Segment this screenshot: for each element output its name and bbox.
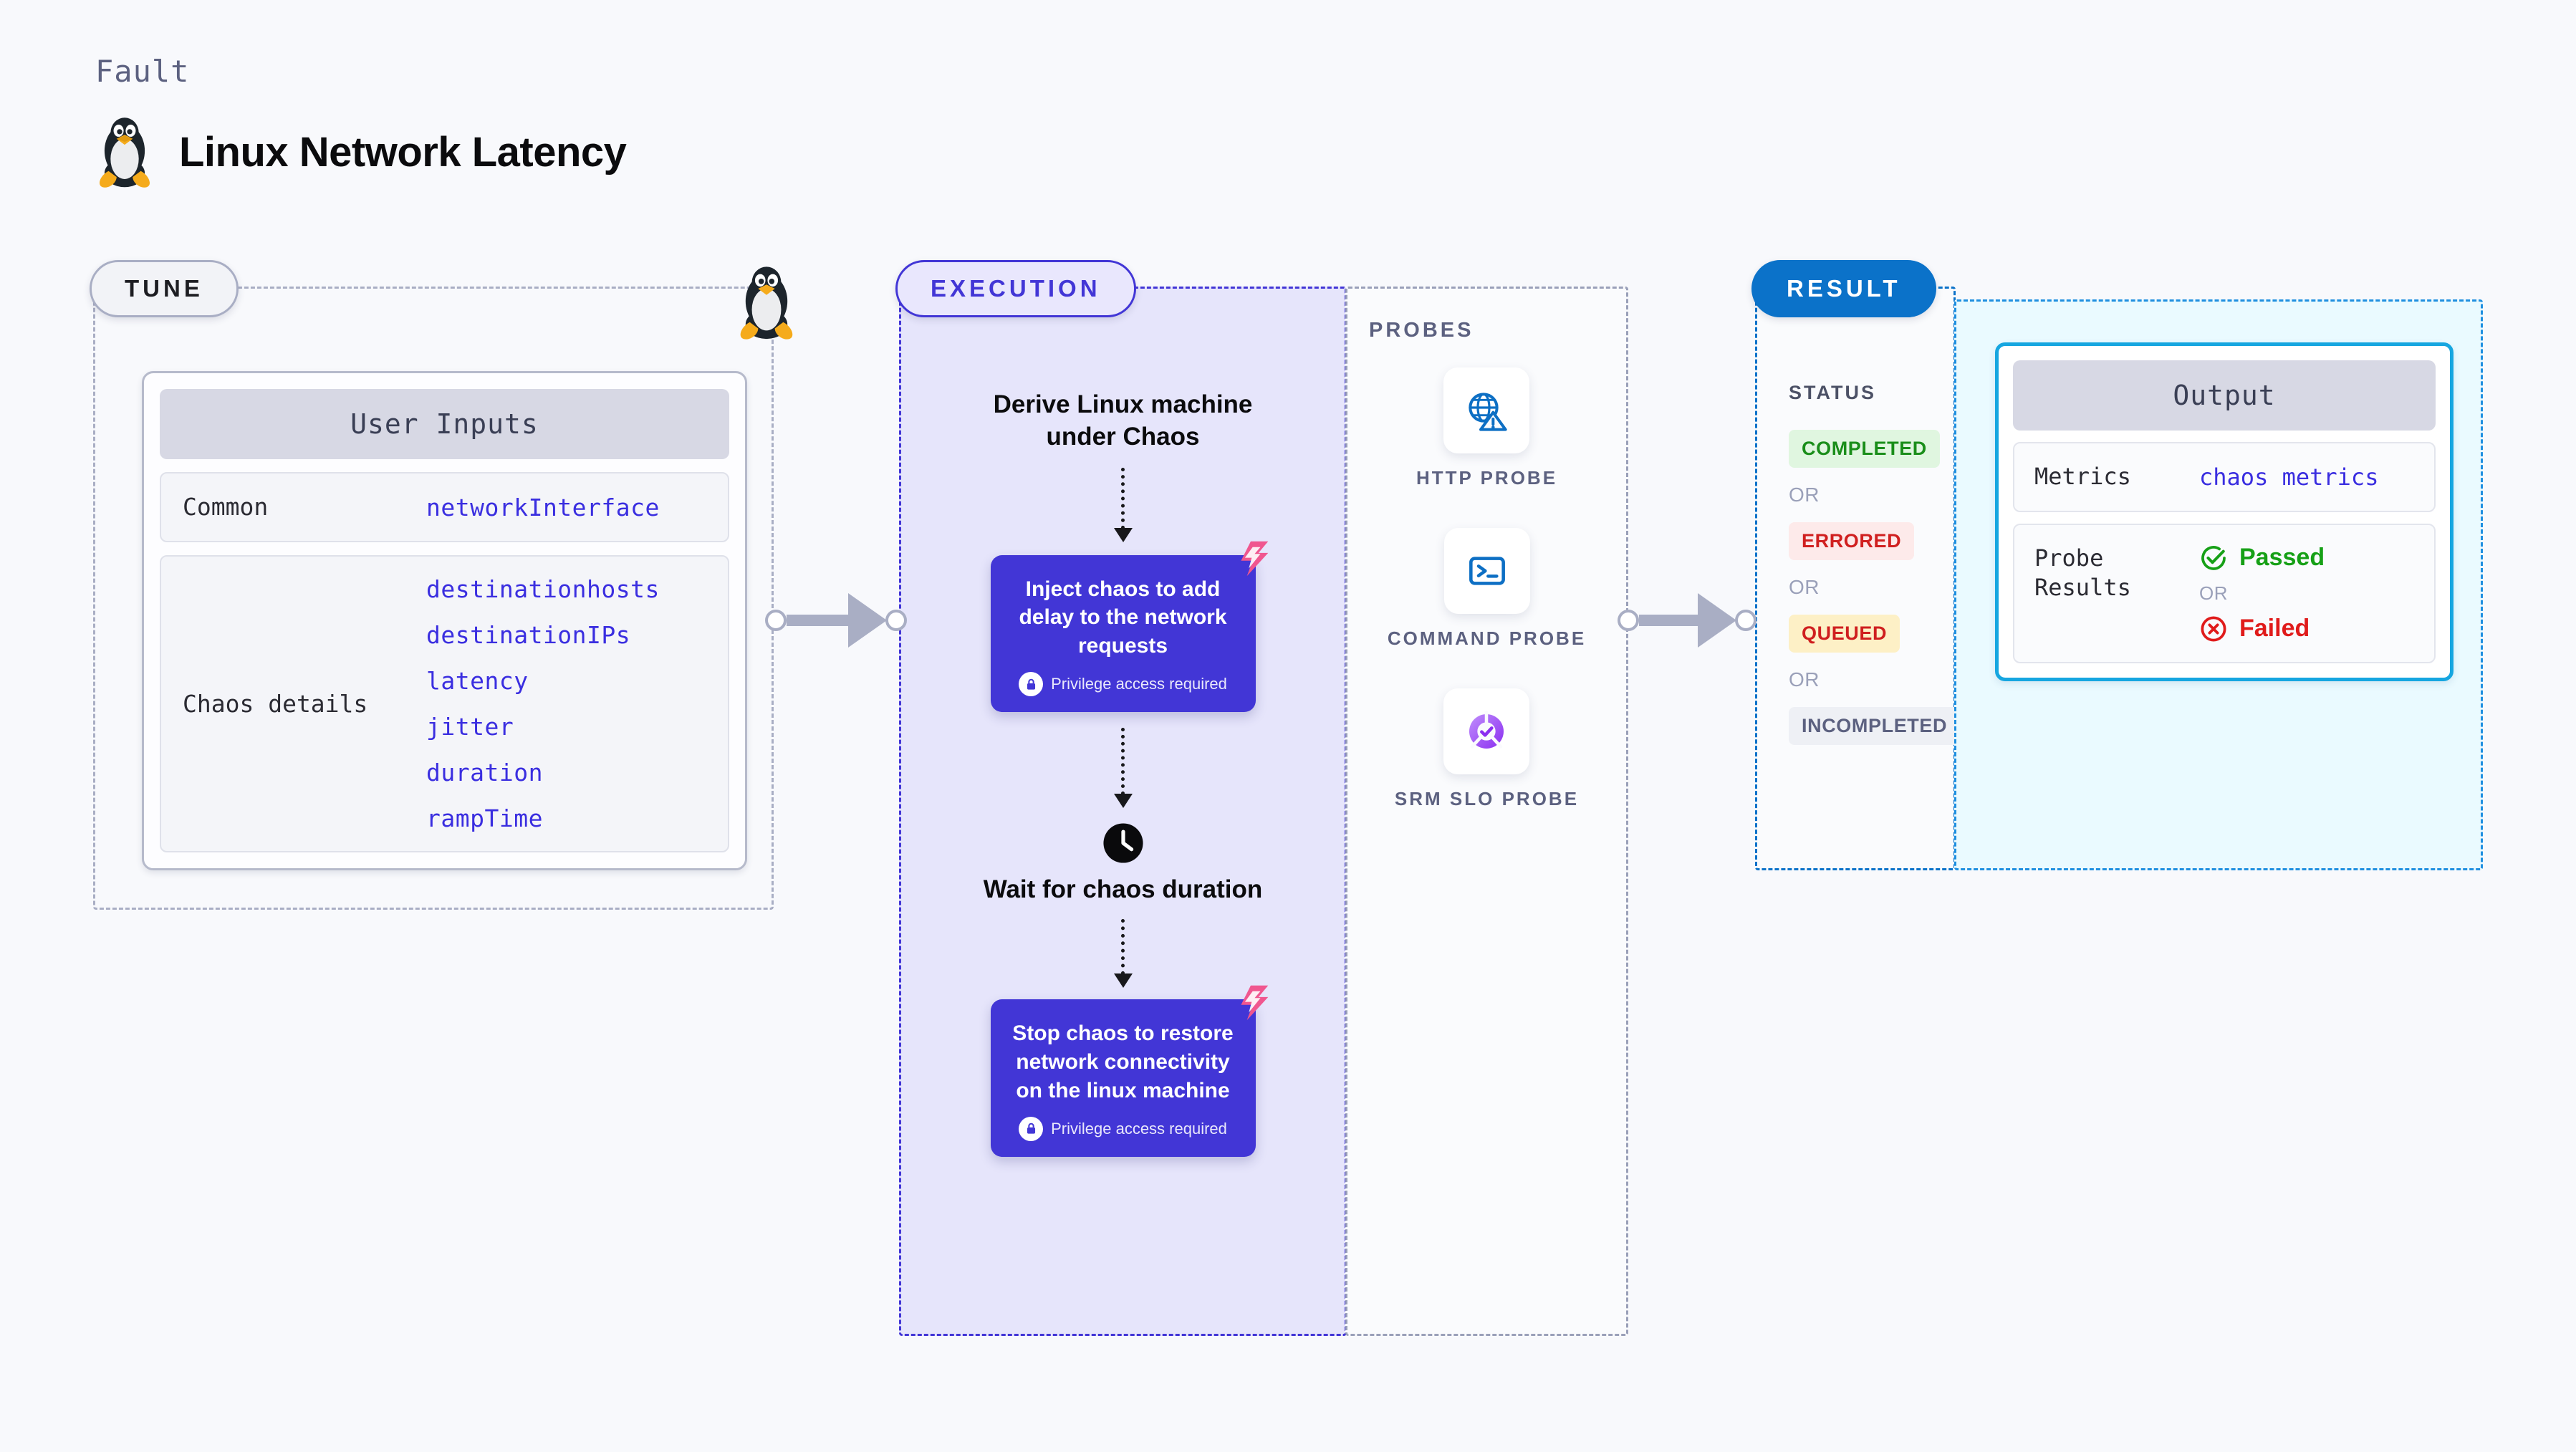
probes-section-label: PROBES [1369,319,1474,342]
output-row-key: Metrics [2034,463,2131,490]
tune-row-key: Common [183,493,269,521]
tune-stage-badge[interactable]: TUNE [90,260,239,317]
execution-step-stop-chaos[interactable]: Stop chaos to restore network connectivi… [990,985,1268,1157]
lock-icon [1019,1116,1044,1141]
tune-stage: TUNE User Inputs Common networkInterface… [90,260,774,910]
status-badge-errored: ERRORED [1789,522,1915,560]
connector-tune-to-execution [765,593,908,648]
output-row-probe-results: Probe Results Passed OR Failed [2013,523,2436,663]
probe-label: SRM SLO PROBE [1394,787,1580,809]
status-column: STATUS COMPLETED OR ERRORED OR QUEUED OR… [1789,382,1961,745]
connector-probes-to-result [1618,593,1768,648]
check-circle-icon [2201,545,2226,570]
probe-tile [1443,367,1530,453]
result-stage-badge[interactable]: RESULT [1751,260,1936,317]
privilege-note-text: Privilege access required [1051,1119,1227,1138]
probe-result-failed-label: Failed [2239,615,2310,643]
status-badge-incompleted: INCOMPLETED [1789,707,1961,745]
connector-dot [765,610,787,631]
page-eyebrow: Fault [95,54,190,89]
tune-row-chaos-details: Chaos details destinationhosts destinati… [160,555,729,853]
harness-logo-icon [1241,985,1268,1021]
page-title-row: Linux Network Latency [92,115,627,189]
output-card-title: Output [2013,360,2436,431]
probe-item-srm-slo[interactable]: SRM SLO PROBE [1395,688,1579,812]
output-stage: Output Metrics chaos metrics Probe Resul… [1954,299,2483,870]
privilege-note-text: Privilege access required [1051,675,1227,693]
probe-tile [1443,527,1530,614]
connector-arrowhead [848,593,887,648]
globe-warning-icon [1469,393,1508,431]
or-separator: OR [1789,668,1820,691]
execution-flow: Derive Linux machine under Chaos Inject … [901,389,1345,1157]
clock-icon [1102,823,1143,863]
tune-param-latency[interactable]: latency [426,667,529,696]
chaos-card-title: Inject chaos to add delay to the network… [1019,577,1227,658]
tune-param-destinationips[interactable]: destinationIPs [426,621,631,650]
connector-arrowhead [1698,593,1736,648]
probe-result-passed-label: Passed [2239,544,2325,572]
or-separator: OR [2199,582,2228,604]
execution-step-inject-chaos[interactable]: Inject chaos to add delay to the network… [990,541,1268,713]
srm-slo-icon [1469,710,1504,749]
probe-label: HTTP PROBE [1416,467,1558,489]
probe-results-values: Passed OR Failed [2199,544,2325,643]
probe-label: COMMAND PROBE [1387,627,1587,649]
connector-dot [1618,610,1639,631]
x-circle-icon [2201,616,2226,642]
result-stage: RESULT STATUS COMPLETED OR ERRORED OR QU… [1751,260,1961,870]
user-inputs-title: User Inputs [160,389,729,459]
user-inputs-card: User Inputs Common networkInterface Chao… [142,371,747,871]
tune-row-values: destinationhosts destinationIPs latency … [426,575,660,832]
privilege-note: Privilege access required [1009,1116,1237,1141]
execution-stage: EXECUTION Derive Linux machine under Cha… [895,260,1347,1336]
terminal-icon [1469,557,1505,585]
connector-dot [1735,610,1756,631]
probe-result-failed: Failed [2199,615,2325,643]
status-badge-completed: COMPLETED [1789,430,1940,468]
execution-step-derive-machine: Derive Linux machine under Chaos [993,390,1253,451]
status-section-label: STATUS [1789,382,1876,403]
harness-logo-icon [1241,541,1268,576]
or-separator: OR [1789,484,1820,506]
tune-param-ramptime[interactable]: rampTime [426,804,543,833]
tune-row-values: networkInterface [426,494,660,521]
output-metrics-value[interactable]: chaos metrics [2199,463,2379,491]
probe-item-command[interactable]: COMMAND PROBE [1387,527,1587,651]
page-title: Linux Network Latency [179,128,627,176]
chaos-card-title: Stop chaos to restore network connectivi… [1012,1021,1234,1102]
execution-stage-badge[interactable]: EXECUTION [895,260,1136,317]
tux-penguin-icon [100,117,150,188]
flow-arrow-down-icon [1113,467,1133,542]
or-separator: OR [1789,576,1820,598]
probe-result-passed: Passed [2199,544,2325,572]
connector-line [787,615,850,626]
tune-param-destinationhosts[interactable]: destinationhosts [426,575,660,604]
tune-param-networkinterface[interactable]: networkInterface [426,493,660,521]
tune-param-duration[interactable]: duration [426,759,543,787]
output-card: Output Metrics chaos metrics Probe Resul… [1995,342,2454,681]
execution-step-wait-duration: Wait for chaos duration [983,875,1263,904]
output-row-key: Probe Results [2034,544,2131,602]
tune-param-jitter[interactable]: jitter [426,713,514,741]
status-badge-queued: QUEUED [1789,615,1900,653]
privilege-note: Privilege access required [1009,672,1237,697]
probe-item-http[interactable]: HTTP PROBE [1416,367,1557,491]
tux-penguin-icon [740,266,793,340]
flow-arrow-down-icon [1113,728,1133,809]
lock-icon [1019,672,1044,697]
probes-stage: PROBES HTTP PROBE [1345,287,1628,1336]
tune-row-key: Chaos details [183,689,368,718]
flow-arrow-down-icon [1113,919,1133,989]
connector-line [1639,615,1699,626]
tune-row-common: Common networkInterface [160,472,729,543]
probe-tile [1443,688,1530,774]
connector-dot [885,610,907,631]
probes-list: HTTP PROBE COMMAND PROBE [1347,367,1626,811]
output-row-metrics: Metrics chaos metrics [2013,442,2436,512]
